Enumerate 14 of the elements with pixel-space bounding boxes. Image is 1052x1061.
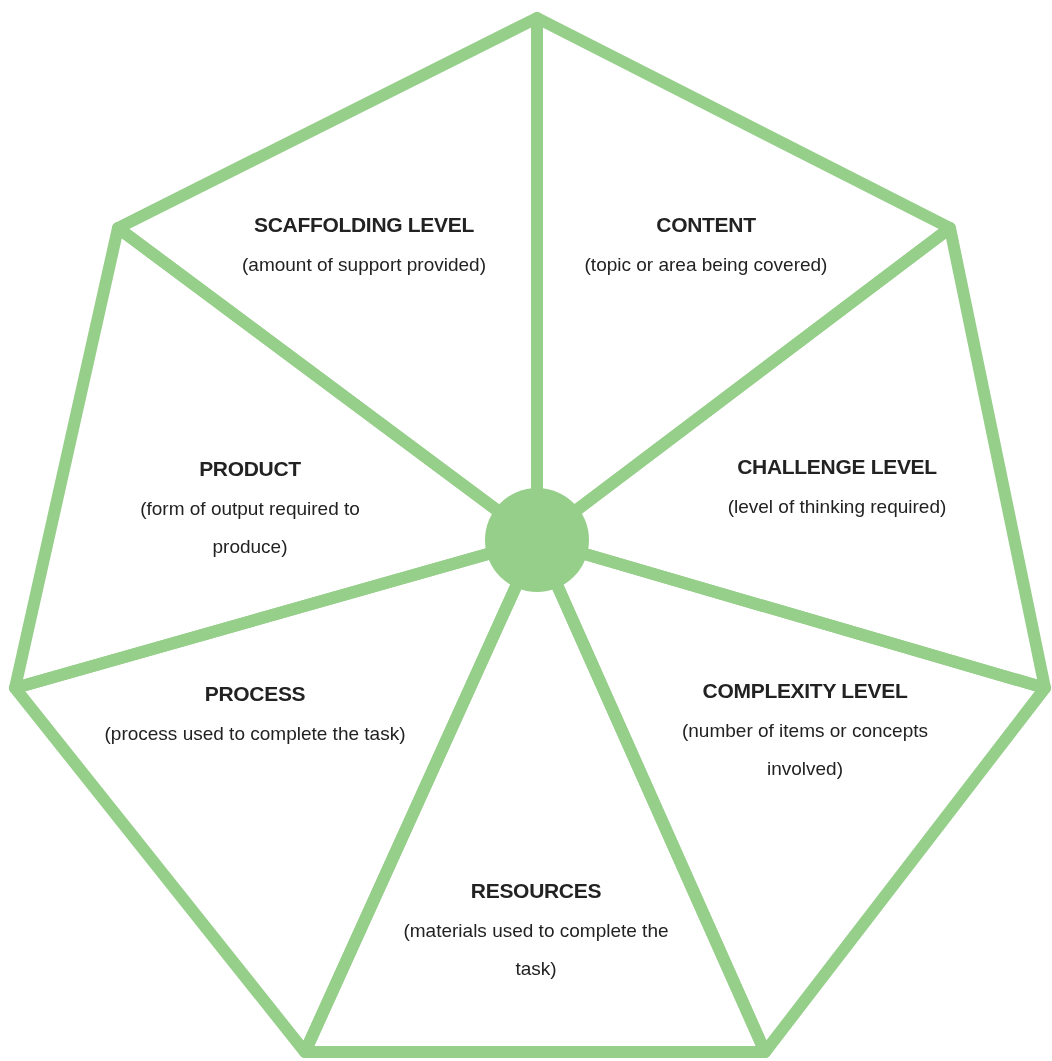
segment-description: (amount of support provided) bbox=[241, 253, 487, 277]
segment-description: (form of output required to produce) bbox=[139, 497, 361, 559]
segment-heading: PRODUCT bbox=[198, 456, 302, 482]
segment-heading: RESOURCES bbox=[469, 878, 603, 904]
segment-heading: CONTENT bbox=[655, 212, 757, 238]
segment-description: (topic or area being covered) bbox=[583, 253, 829, 277]
segment-heading: PROCESS bbox=[203, 681, 307, 707]
segment-description: (process used to complete the task) bbox=[103, 722, 407, 746]
segment-description: (number of items or concepts involved) bbox=[680, 719, 929, 781]
segment-heading: CHALLENGE LEVEL bbox=[736, 454, 938, 480]
segment-description: (level of thinking required) bbox=[726, 495, 948, 519]
segment-heading: COMPLEXITY LEVEL bbox=[701, 678, 909, 704]
segment-heading: SCAFFOLDING LEVEL bbox=[252, 212, 476, 238]
segment-description: (materials used to complete the task) bbox=[402, 919, 670, 981]
